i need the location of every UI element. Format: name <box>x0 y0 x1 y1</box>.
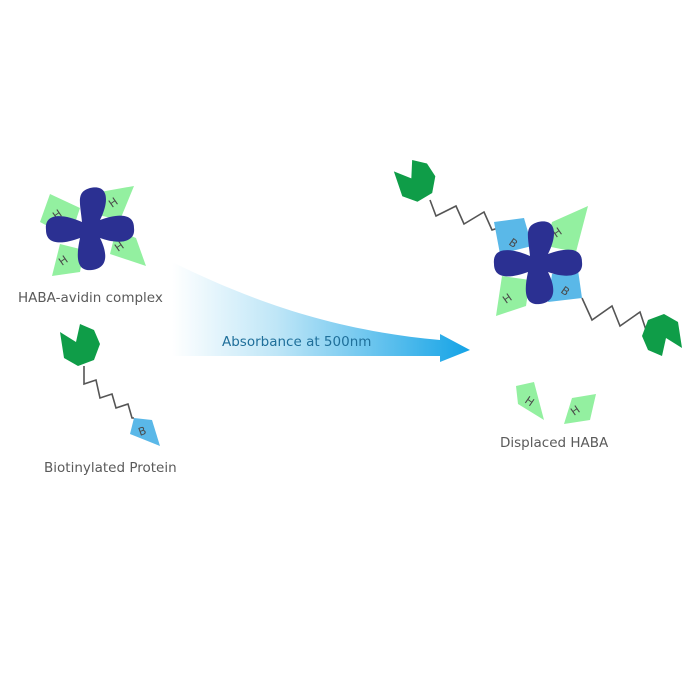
haba-tile: H <box>496 276 530 316</box>
haba-tile: H <box>564 394 596 424</box>
haba-tile: H <box>546 206 588 252</box>
biotin-tile: B <box>494 218 532 254</box>
displaced-haba: H H <box>516 382 596 424</box>
biotin-label: B <box>137 424 149 439</box>
arrow-label: Absorbance at 500nm <box>222 334 371 350</box>
biotin-tile: B <box>548 270 582 302</box>
haba-tile: H <box>516 382 544 420</box>
protein <box>60 324 100 366</box>
label-biotinylated-protein: Biotinylated Protein <box>44 460 177 476</box>
protein <box>642 314 682 356</box>
biotin-tile: B <box>130 418 160 446</box>
haba-tile: H <box>52 244 84 276</box>
linker <box>581 297 647 331</box>
haba-avidin-complex: H H H H <box>40 186 146 276</box>
reaction-arrow[interactable]: Absorbance at 500nm <box>172 262 470 362</box>
protein <box>392 156 440 205</box>
label-haba-avidin-complex: HABA-avidin complex <box>18 290 163 306</box>
linker <box>83 366 134 419</box>
biotinylated-protein: B <box>60 324 160 446</box>
linker <box>429 199 505 231</box>
biotin-avidin-complex: B H B H <box>392 156 682 356</box>
label-displaced-haba: Displaced HABA <box>500 435 609 451</box>
arrow-gradient-wedge <box>172 262 470 362</box>
